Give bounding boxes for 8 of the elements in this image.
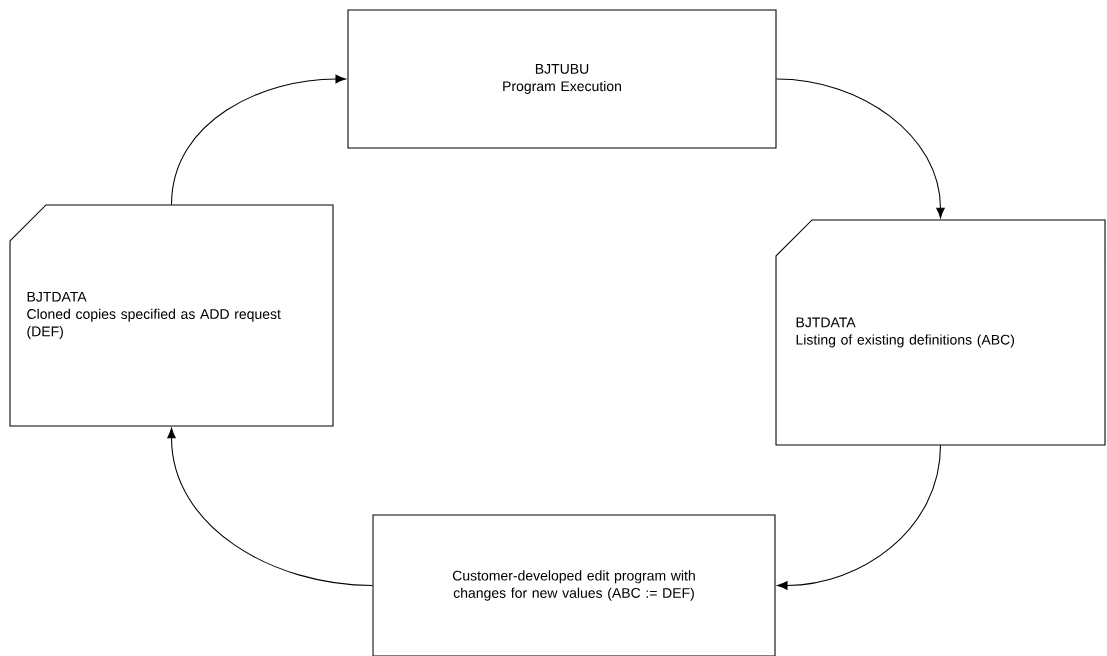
document-card: BJTDATA Listing of existing definitions (ABC) (775, 219, 1106, 446)
arrow (777, 444, 942, 590)
document-card: BJTDATA Cloned copies specified as ADD request (DEF) (9, 204, 334, 427)
arrow (167, 427, 373, 587)
process-box: BJTUBU Program Execution (347, 9, 777, 149)
process-box: Customer-developed edit program with changes for new values (ABC := DEF) (372, 514, 776, 656)
arrow (170, 74, 346, 206)
arrow (776, 78, 945, 219)
